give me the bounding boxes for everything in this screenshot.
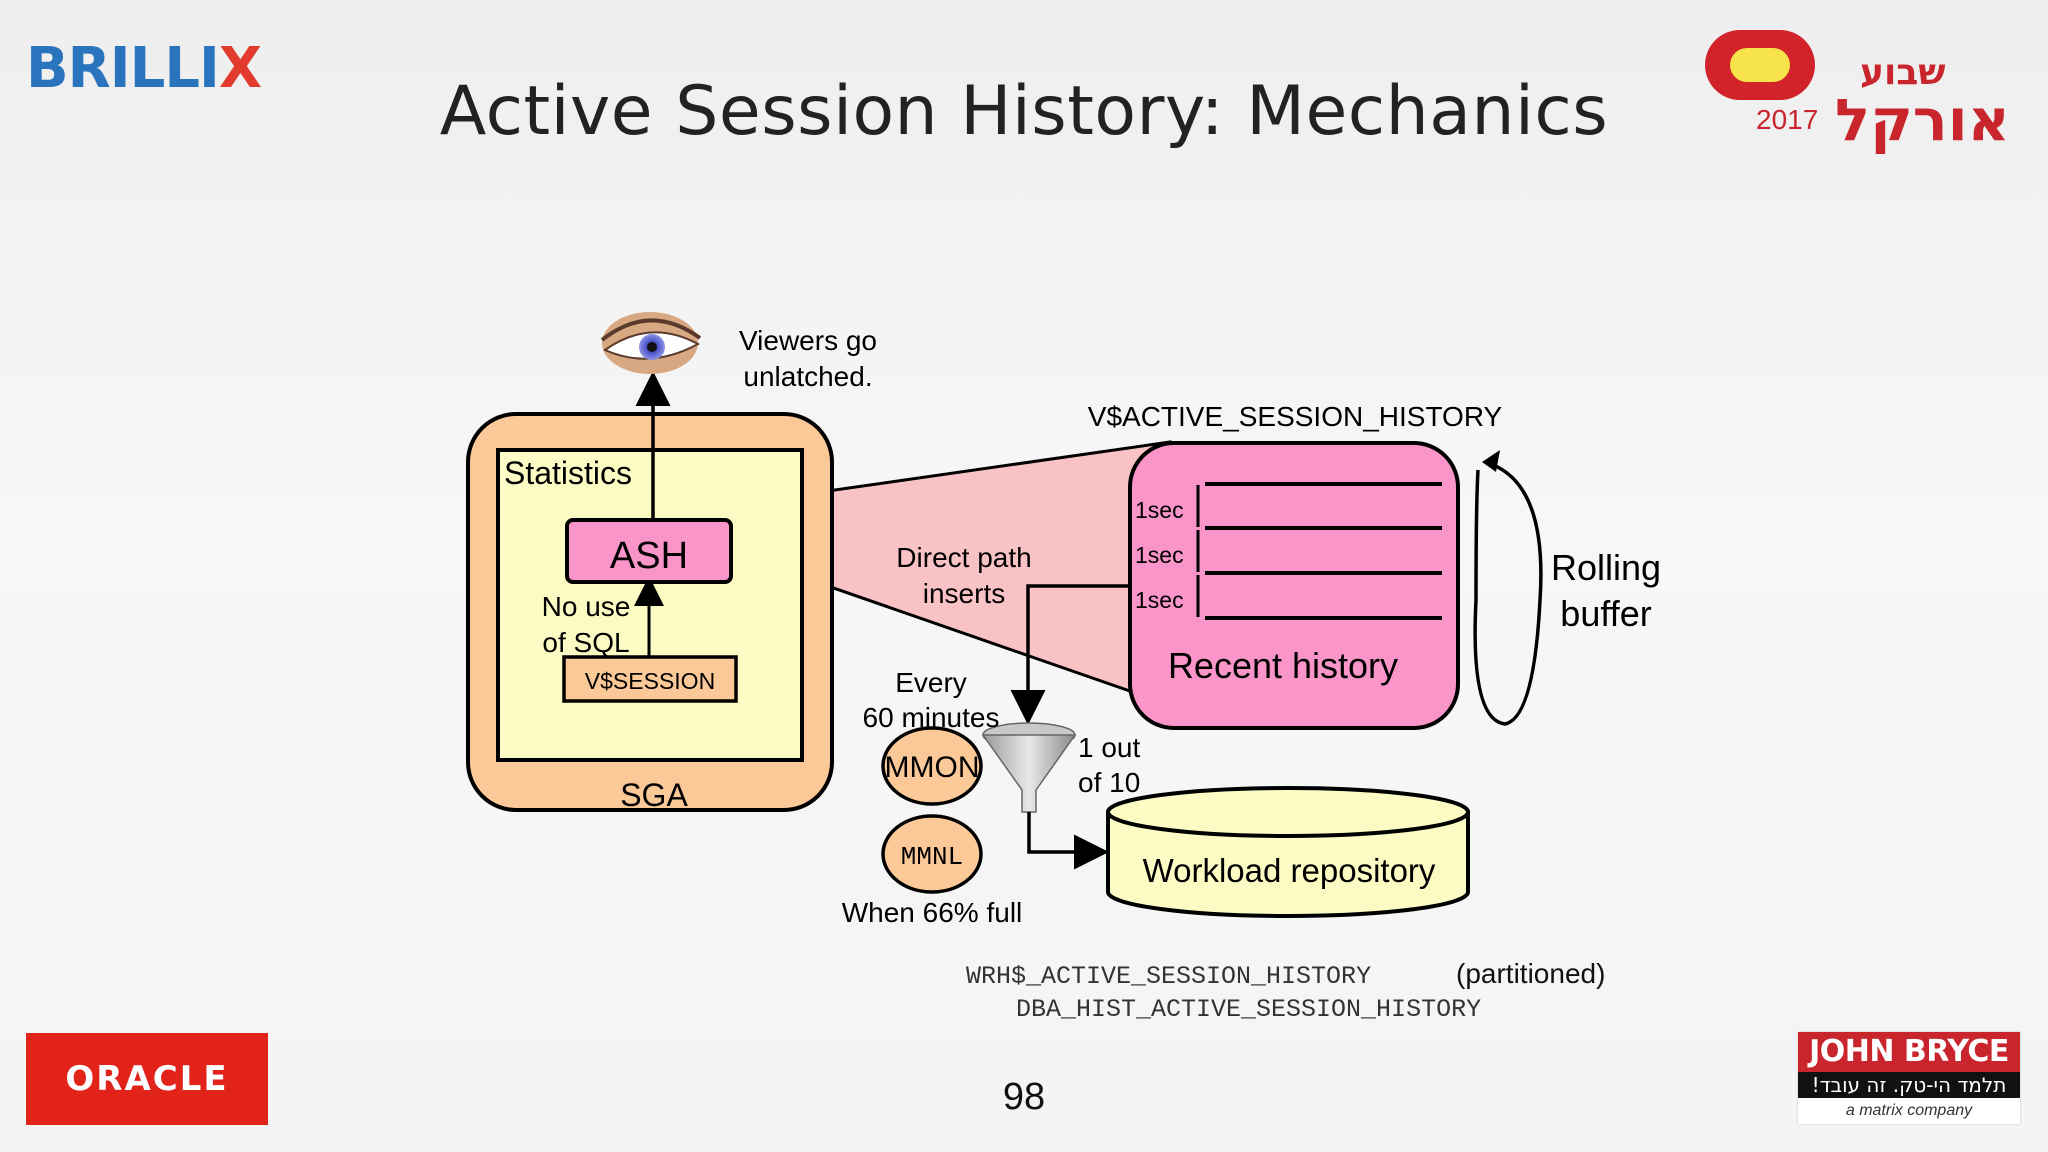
statistics-label: Statistics <box>504 455 632 491</box>
ash-box <box>565 518 733 584</box>
event-logo-year: 2017 <box>1756 104 1819 135</box>
rolling-buffer-loop <box>1473 460 1543 726</box>
wrh-table-name: WRH$_ACTIVE_SESSION_HISTORY <box>966 962 1371 991</box>
one-out-line1: 1 out <box>1078 732 1140 763</box>
funnel-to-repo-line <box>1027 812 1109 870</box>
funnel-icon <box>981 722 1077 813</box>
john-bryce-tagline: a matrix company <box>1845 1102 1973 1119</box>
brillix-logo: BRILLIX <box>26 36 262 101</box>
eye-icon <box>600 312 702 374</box>
sec-label-1: 1sec <box>1135 497 1184 523</box>
rolling-buffer-arrowhead <box>1482 450 1500 472</box>
john-bryce-logo: JOHN BRYCE תלמד הי-טק. זה עובד! a matrix… <box>1798 1032 2020 1124</box>
slide-title: Active Session History: Mechanics <box>439 72 1609 151</box>
john-bryce-name: JOHN BRYCE <box>1798 1032 2020 1072</box>
history-to-funnel-line <box>1010 584 1130 725</box>
rolling-label-line1: Rolling <box>1551 547 1661 588</box>
rolling-label-line2: buffer <box>1560 593 1651 634</box>
john-bryce-slogan: תלמד הי-טק. זה עובד! <box>1798 1072 2020 1098</box>
page-number: 98 <box>1002 1076 1046 1118</box>
viewers-line2: unlatched. <box>743 361 872 392</box>
oracle-logo: ORACLE <box>26 1033 268 1125</box>
one-out-line2: of 10 <box>1078 767 1140 798</box>
mmon-label: MMON <box>885 751 980 784</box>
workload-repo-label: Workload repository <box>1143 852 1436 889</box>
no-use-sql-line1: No use <box>542 591 631 622</box>
recent-history-label: Recent history <box>1168 645 1398 686</box>
workload-repository <box>1106 786 1470 918</box>
event-logo-hebrew-small: שבוע <box>1860 52 1946 93</box>
direct-path-line2: inserts <box>923 578 1005 609</box>
brillix-logo-text: BRILLI <box>26 36 220 101</box>
sga-label: SGA <box>620 777 688 813</box>
vsession-label: V$SESSION <box>585 668 715 694</box>
vash-label: V$ACTIVE_SESSION_HISTORY <box>1088 401 1503 432</box>
mmnl-label: MMNL <box>901 842 963 872</box>
when-66-label: When 66% full <box>842 897 1023 928</box>
every-line1: Every <box>895 667 967 698</box>
mmon-node <box>881 726 983 806</box>
ash-label: ASH <box>610 535 688 577</box>
partitioned-label: (partitioned) <box>1456 958 1605 989</box>
sec-label-2: 1sec <box>1135 542 1184 568</box>
no-use-sql-line2: of SQL <box>542 627 629 658</box>
mmnl-node <box>881 814 983 894</box>
event-logo-inner <box>1730 48 1790 82</box>
event-logo-mark <box>1705 30 1815 100</box>
direct-path-line1: Direct path <box>896 542 1031 573</box>
sec-label-3: 1sec <box>1135 587 1184 613</box>
viewers-line1: Viewers go <box>739 325 877 356</box>
vsession-box <box>562 655 738 703</box>
dba-hist-view-name: DBA_HIST_ACTIVE_SESSION_HISTORY <box>1016 995 1481 1024</box>
event-logo-hebrew-large: אורקל <box>1835 86 2010 154</box>
brillix-logo-x: X <box>218 36 262 101</box>
